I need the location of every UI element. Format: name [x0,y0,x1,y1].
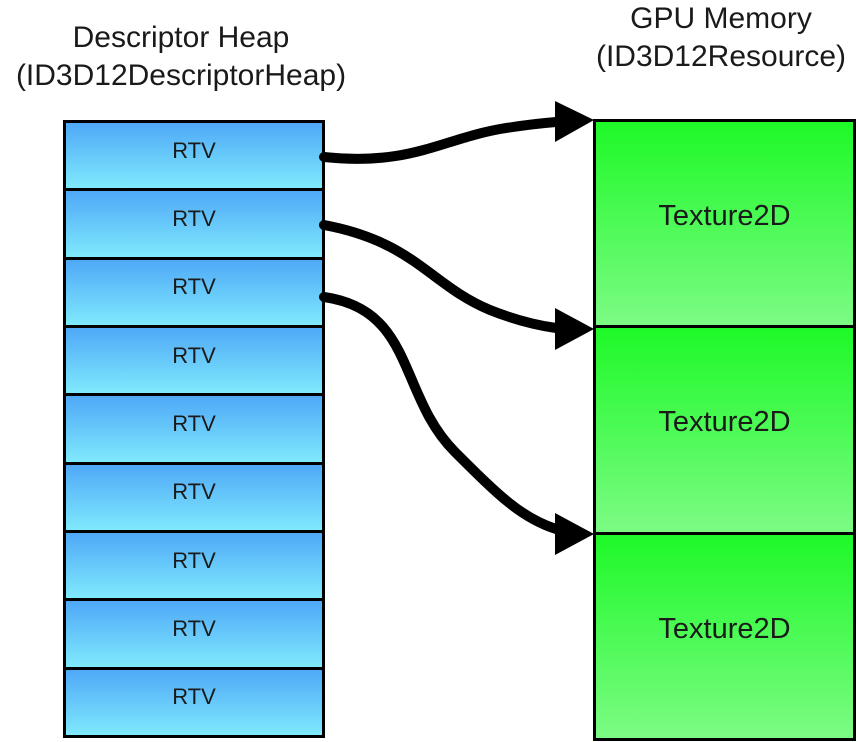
rtv-slot-label: RTV [172,615,216,641]
rtv-slot-7: RTV [66,529,322,599]
gpu-memory-title-line2: (ID3D12Resource) [595,40,847,73]
rtv-slot-label: RTV [172,479,216,505]
rtv-slot-label: RTV [172,137,216,163]
descriptor-heap-title: Descriptor Heap (ID3D12DescriptorHeap) [0,19,362,95]
rtv-slot-label: RTV [172,684,216,710]
rtv-slot-2: RTV [66,188,322,257]
arrow-line [319,117,561,164]
descriptor-heap-title-line1: Descriptor Heap [72,21,290,54]
arrow-head-icon [555,308,594,350]
texture2d-block-3: Texture2D [596,531,853,738]
rtv-slot-5: RTV [66,393,322,462]
rtv-slot-label: RTV [172,274,216,300]
rtv-slot-label: RTV [172,342,216,368]
arrow-head-icon [555,101,594,142]
rtv-slot-6: RTV [66,461,322,530]
rtv-slot-3: RTV [66,256,322,325]
texture2d-block-1: Texture2D [596,122,853,326]
rtv-slot-label: RTV [172,547,216,573]
descriptor-heap-stack: RTV RTV RTV RTV RTV RTV RTV RTV RTV [63,120,325,738]
arrow-line [319,220,561,333]
gpu-memory-title: GPU Memory (ID3D12Resource) [584,0,858,76]
rtv-slot-1: RTV [66,123,322,189]
arrow-rtv2-to-texture2 [319,220,594,350]
arrow-line [319,292,561,534]
gpu-memory-title-line1: GPU Memory [630,2,812,35]
gpu-memory-stack: Texture2D Texture2D Texture2D [593,119,856,741]
arrow-rtv1-to-texture1 [319,101,594,164]
texture2d-label: Texture2D [658,200,791,233]
rtv-slot-9: RTV [66,666,322,735]
texture2d-block-2: Texture2D [596,325,853,532]
rtv-slot-8: RTV [66,598,322,667]
rtv-slot-label: RTV [172,205,216,231]
arrow-rtv3-to-texture3 [319,292,594,555]
texture2d-label: Texture2D [658,406,791,439]
rtv-slot-4: RTV [66,324,322,394]
arrow-head-icon [555,513,594,555]
texture2d-label: Texture2D [658,612,791,645]
rtv-slot-label: RTV [172,410,216,436]
descriptor-heap-title-line2: (ID3D12DescriptorHeap) [15,59,347,92]
